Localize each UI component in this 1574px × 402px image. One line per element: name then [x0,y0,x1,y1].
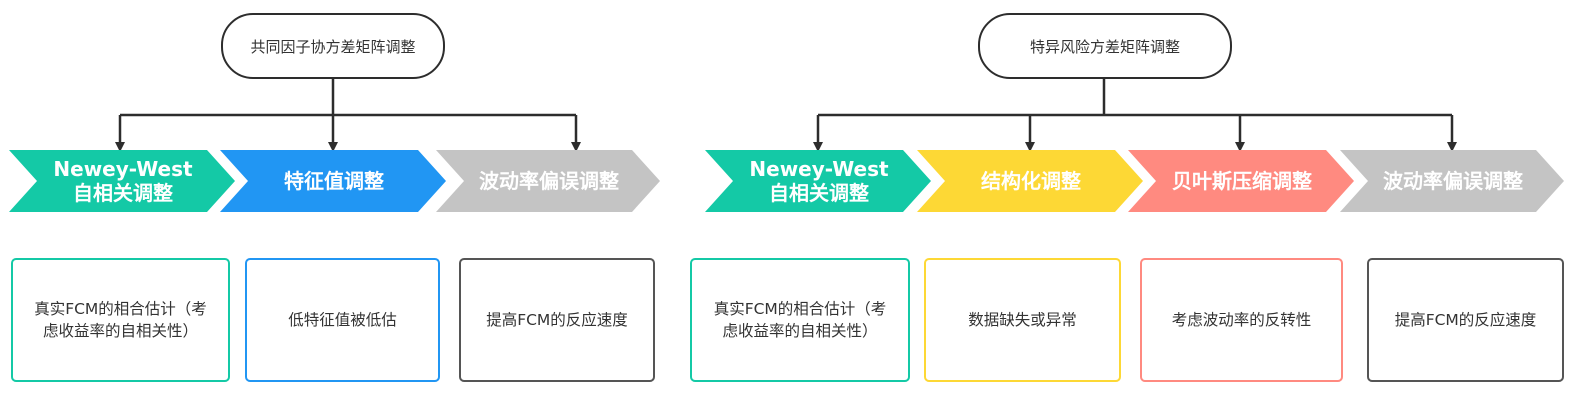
right-step-bayesian-label: 贝叶斯压缩调整 [1172,169,1312,193]
right-effect-missing-data: 数据缺失或异常 [924,258,1121,382]
right-step-volatility-bias: 波动率偏误调整 [1340,150,1564,212]
left-root-node: 共同因子协方差矩阵调整 [221,13,445,79]
left-effect-consistent-estimate: 真实FCM的相合估计（考虑收益率的自相关性） [11,258,230,382]
left-step-eigenvalue: 特征值调整 [220,150,446,212]
left-step-volatility-bias: 波动率偏误调整 [436,150,660,212]
left-step-eigenvalue-label: 特征值调整 [284,169,384,193]
right-effect-volatility-reversal: 考虑波动率的反转性 [1140,258,1343,382]
right-step-structural: 结构化调整 [917,150,1143,212]
right-effect-consistent-estimate: 真实FCM的相合估计（考虑收益率的自相关性） [690,258,910,382]
left-effect-reaction-speed: 提高FCM的反应速度 [459,258,655,382]
right-step-volatility-bias-label: 波动率偏误调整 [1383,169,1523,193]
right-step-newey-west-label: Newey-West自相关调整 [749,157,889,205]
right-step-structural-label: 结构化调整 [981,169,1081,193]
left-effect-low-eigenvalue: 低特征值被低估 [245,258,440,382]
left-step-volatility-bias-label: 波动率偏误调整 [479,169,619,193]
left-step-newey-west-label: Newey-West自相关调整 [53,157,193,205]
right-step-bayesian: 贝叶斯压缩调整 [1128,150,1354,212]
right-step-newey-west: Newey-West自相关调整 [705,150,931,212]
left-step-newey-west: Newey-West自相关调整 [9,150,235,212]
right-root-node: 特异风险方差矩阵调整 [978,13,1232,79]
right-effect-reaction-speed: 提高FCM的反应速度 [1367,258,1564,382]
